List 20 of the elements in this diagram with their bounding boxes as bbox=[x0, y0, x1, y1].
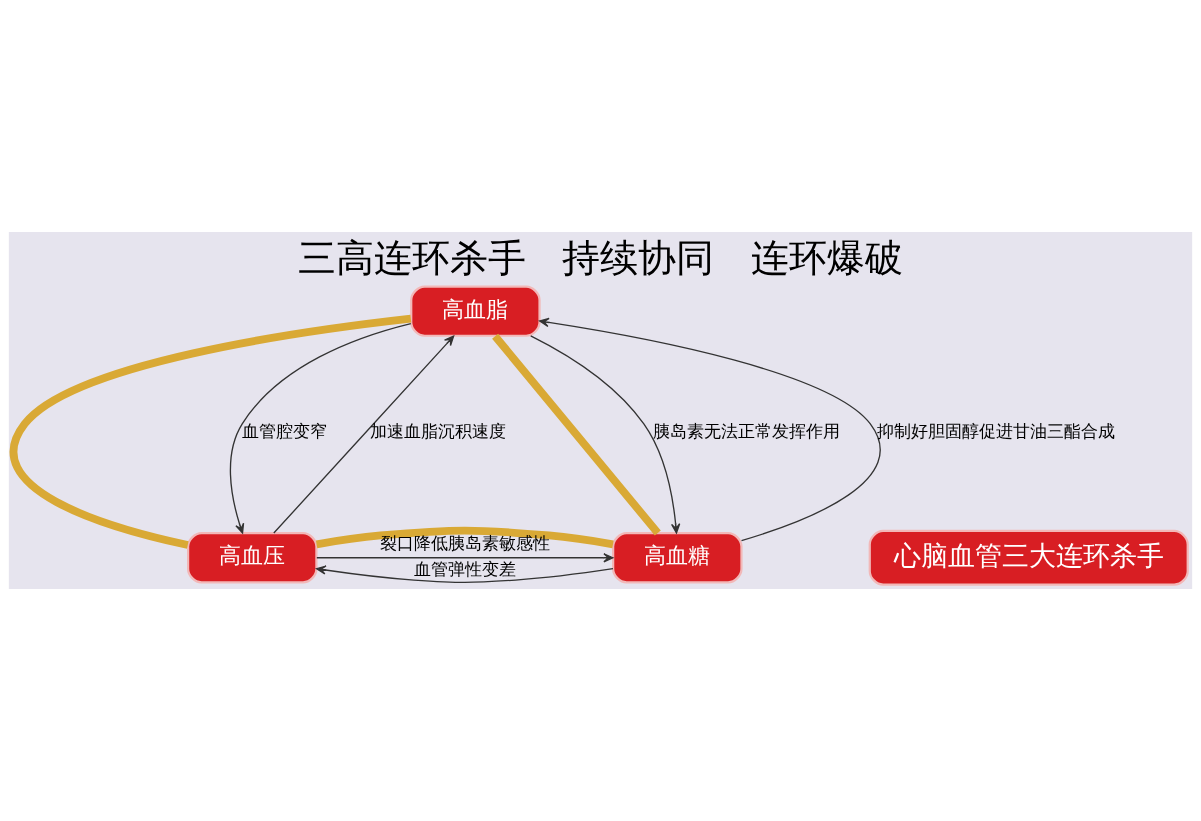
arrow bbox=[530, 335, 681, 534]
connector bbox=[492, 333, 661, 536]
edge-label: 血管弹性变差 bbox=[413, 558, 516, 579]
arrow bbox=[229, 322, 412, 534]
node-box: 心脑血管三大连环杀手 bbox=[868, 529, 1189, 586]
edge-label: 胰岛素无法正常发挥作用 bbox=[652, 421, 840, 442]
node-box: 高血脂 bbox=[410, 285, 541, 337]
arrow bbox=[315, 565, 614, 584]
node-box: 高血糖 bbox=[612, 532, 743, 584]
diagram-title: 三高连环杀手 持续协同 连环爆破 bbox=[298, 236, 903, 281]
connector bbox=[315, 526, 614, 549]
node-box: 高血压 bbox=[187, 532, 318, 584]
edge-label: 加速血脂沉积速度 bbox=[370, 421, 507, 442]
arrow bbox=[273, 335, 455, 534]
arrow bbox=[316, 553, 614, 563]
edge-label: 抑制好胆固醇促进甘油三酯合成 bbox=[876, 421, 1115, 442]
arrow bbox=[539, 317, 881, 542]
edge-label: 裂口降低胰岛素敏感性 bbox=[379, 532, 550, 553]
edge-label: 血管腔变窄 bbox=[242, 421, 328, 442]
connector bbox=[10, 314, 412, 549]
